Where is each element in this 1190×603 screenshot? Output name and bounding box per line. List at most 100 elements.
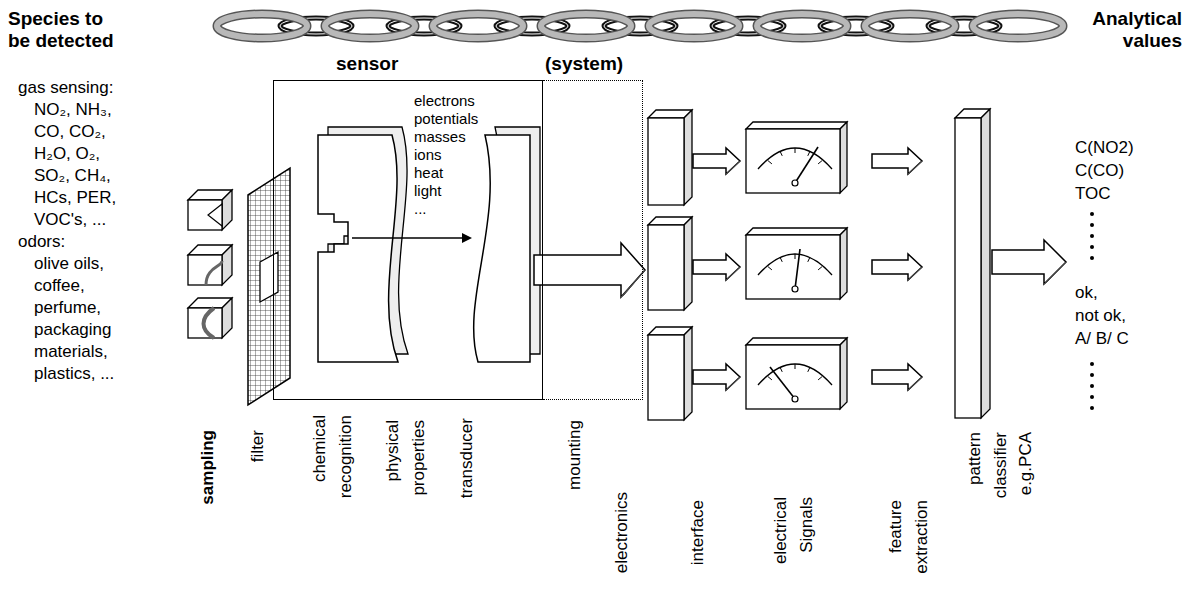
section-heading: Analytical values (1082, 8, 1182, 52)
stage-label: electrical Signals (768, 497, 819, 597)
list-item: coffee, (34, 276, 85, 296)
classifier-bar (955, 109, 990, 418)
meter-tick (818, 377, 822, 380)
meter-tick (768, 377, 772, 380)
sampling-block-front (188, 200, 222, 230)
sampling-block-side (222, 190, 232, 230)
meter-tick (768, 267, 772, 270)
chain-link (541, 14, 631, 38)
list-item: NO₂, NH₃, (34, 100, 112, 120)
meter-needle (770, 367, 795, 399)
chain-link (217, 14, 307, 38)
list-item: masses (414, 128, 466, 145)
list-item: A/ B/ C (1075, 329, 1129, 349)
ellipsis-dot (1090, 223, 1094, 227)
property-arrow (352, 237, 466, 239)
sampling-block (188, 245, 232, 285)
sample-curve (204, 308, 215, 338)
list-item: light (414, 182, 442, 199)
ellipsis-dot (1090, 373, 1094, 377)
meter-scale (758, 254, 832, 275)
sensor-box: sensor (273, 80, 543, 400)
meter-tick (795, 148, 796, 153)
electronics-box (648, 327, 692, 420)
meter-tick (795, 364, 796, 369)
meter-tick (808, 257, 810, 262)
property-arrowhead (462, 233, 472, 243)
chain-link (217, 14, 307, 38)
electronics-box-front (648, 118, 684, 205)
meter-tick (768, 161, 772, 164)
electronics-box-side (684, 110, 692, 205)
list-item: materials, (34, 342, 108, 362)
chain-link (433, 14, 523, 38)
stage-label: interface (685, 500, 711, 600)
meter-tick (808, 367, 810, 372)
meter-front (746, 345, 840, 409)
meter-side (840, 338, 847, 409)
interface-arrow-shade (726, 377, 740, 390)
meter-tick (818, 161, 822, 164)
meter-pivot (792, 180, 798, 186)
electronics-box-side (684, 327, 692, 420)
list-item: potentials (414, 110, 478, 127)
transducer-shape (474, 135, 530, 362)
meter-top (746, 228, 847, 235)
box-heading: (system) (545, 53, 623, 75)
chain-link (541, 14, 631, 38)
list-item: C(CO) (1075, 161, 1124, 181)
ellipsis-dot (1090, 212, 1094, 216)
feature-arrow (872, 254, 922, 280)
meter-top (746, 122, 847, 129)
list-item: H₂O, O₂, (34, 144, 100, 164)
sample-curve (206, 261, 222, 285)
electronics-box (648, 217, 692, 310)
interface-arrow (693, 148, 740, 174)
filter-mesh (248, 168, 290, 405)
interface-arrow-shade (726, 267, 740, 280)
box-heading: sensor (336, 53, 398, 75)
list-item: heat (414, 164, 443, 181)
feature-arrow-shade (908, 267, 922, 280)
feature-arrow-shade (908, 161, 922, 174)
feature-arrow (872, 148, 922, 174)
meter-tick (780, 151, 782, 156)
chain-link (325, 14, 415, 38)
output-arrow-shade (1044, 262, 1066, 284)
meter-tick (795, 254, 796, 259)
list-item: odors: (18, 232, 65, 252)
meter-tick (808, 151, 810, 156)
chain-link (649, 14, 739, 38)
list-item: olive oils, (34, 254, 104, 274)
chain-link (973, 14, 1063, 38)
meter-pivot (792, 396, 798, 402)
meter-side (840, 228, 847, 299)
stage-label: electronics (609, 492, 635, 598)
sampling-block-front (188, 255, 222, 285)
stage-label: chemical recognition (307, 415, 358, 525)
meter-needle (795, 249, 800, 289)
sampling-block (188, 298, 232, 338)
electronics-box-side (684, 217, 692, 310)
stage-label: sampling (195, 430, 221, 560)
interface-arrow-shade (726, 161, 740, 174)
chain-link (325, 14, 415, 38)
meter-tick (780, 257, 782, 262)
meter-top (746, 338, 847, 345)
meter (746, 228, 847, 299)
stage-label: filter (245, 430, 271, 560)
list-item: ions (414, 146, 442, 163)
classifier-bar-side (981, 109, 990, 418)
signal-arrow (534, 243, 645, 297)
meter-scale (758, 148, 832, 169)
meter (746, 122, 847, 193)
list-item: TOC (1075, 184, 1111, 204)
electronics-box-front (648, 225, 684, 310)
list-item: plastics, ... (34, 364, 114, 384)
ellipsis-dot (1090, 256, 1094, 260)
list-item: ok, (1075, 283, 1098, 303)
ellipsis-dot (1090, 384, 1094, 388)
output-arrow (992, 240, 1066, 284)
meter (746, 338, 847, 409)
